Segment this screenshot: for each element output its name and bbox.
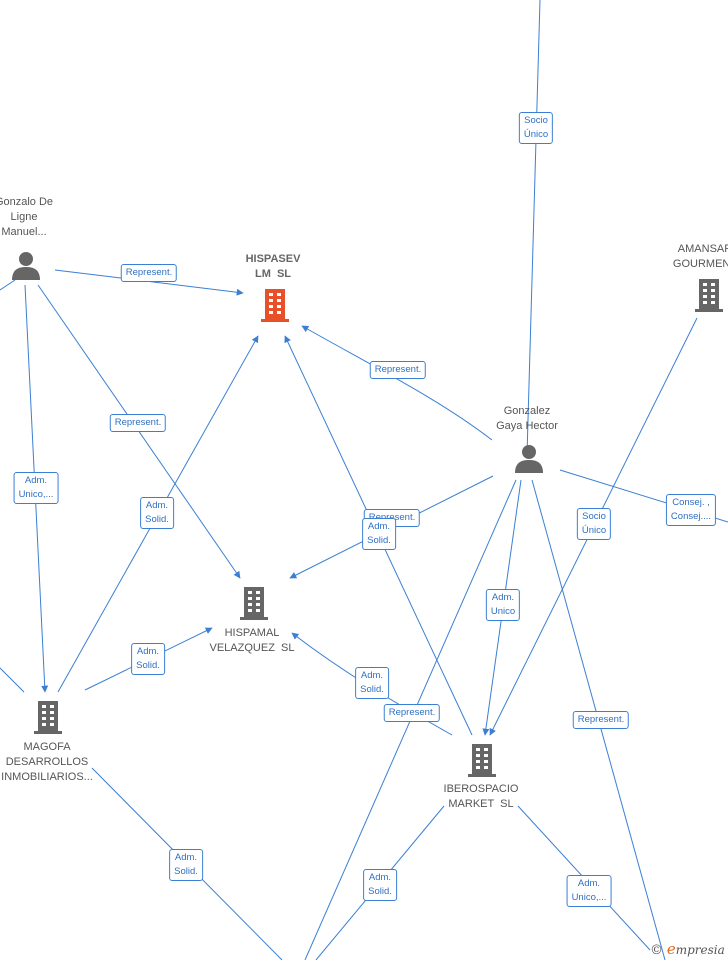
node-label-gonzalo[interactable]: Gonzalo De Ligne Manuel... <box>0 196 54 238</box>
relation-label[interactable]: Adm. Solid. <box>169 849 203 881</box>
relation-label[interactable]: Adm. Unico <box>485 589 521 621</box>
brand-initial: e <box>666 940 676 958</box>
relation-label[interactable]: Represent. <box>120 264 178 282</box>
edge-top-to-hector <box>526 0 541 456</box>
relation-label[interactable]: Adm. Unico,... <box>13 472 59 504</box>
building-icon[interactable] <box>259 287 291 323</box>
relation-label[interactable]: Adm. Solid. <box>362 518 396 550</box>
relation-label[interactable]: Adm. Solid. <box>131 643 165 675</box>
edge-left-magofa <box>0 667 25 693</box>
brand-name: mpresia <box>675 943 725 957</box>
building-icon[interactable] <box>466 742 498 778</box>
empresia-logo: © empresia <box>650 940 725 958</box>
relation-label[interactable]: Represent. <box>383 704 441 722</box>
node-label-magofa[interactable]: MAGOFA DESARROLLOS INMOBILIARIOS... <box>1 741 93 783</box>
relation-label[interactable]: Represent. <box>369 361 427 379</box>
copyright-icon: © <box>650 943 663 958</box>
relation-label[interactable]: Adm. Solid. <box>140 497 174 529</box>
node-label-amansar[interactable]: AMANSAR GOURMENT <box>672 243 728 270</box>
relation-label[interactable]: Socio Único <box>576 508 612 540</box>
person-icon[interactable] <box>11 250 41 280</box>
relation-label[interactable]: Socio Único <box>518 112 554 144</box>
relation-label[interactable]: Consej. , Consej.... <box>665 494 717 526</box>
relation-label[interactable]: Adm. Solid. <box>363 869 397 901</box>
node-label-hispasev[interactable]: HISPASEV LM SL <box>245 253 301 280</box>
edge-left-gonzalo <box>0 279 16 291</box>
building-icon[interactable] <box>238 585 270 621</box>
building-icon[interactable] <box>693 277 725 313</box>
edge-hector-hispasev <box>301 325 493 441</box>
node-label-hector[interactable]: Gonzalez Gaya Hector <box>496 405 558 432</box>
relation-label[interactable]: Adm. Solid. <box>355 667 389 699</box>
relation-label[interactable]: Represent. <box>109 414 167 432</box>
building-icon[interactable] <box>32 699 64 735</box>
node-label-iberospacio[interactable]: IBEROSPACIO MARKET SL <box>443 783 519 810</box>
relation-label[interactable]: Adm. Unico,... <box>566 875 612 907</box>
node-label-hispamal[interactable]: HISPAMAL VELAZQUEZ SL <box>209 627 295 654</box>
relation-label[interactable]: Represent. <box>572 711 630 729</box>
person-icon[interactable] <box>514 443 544 473</box>
